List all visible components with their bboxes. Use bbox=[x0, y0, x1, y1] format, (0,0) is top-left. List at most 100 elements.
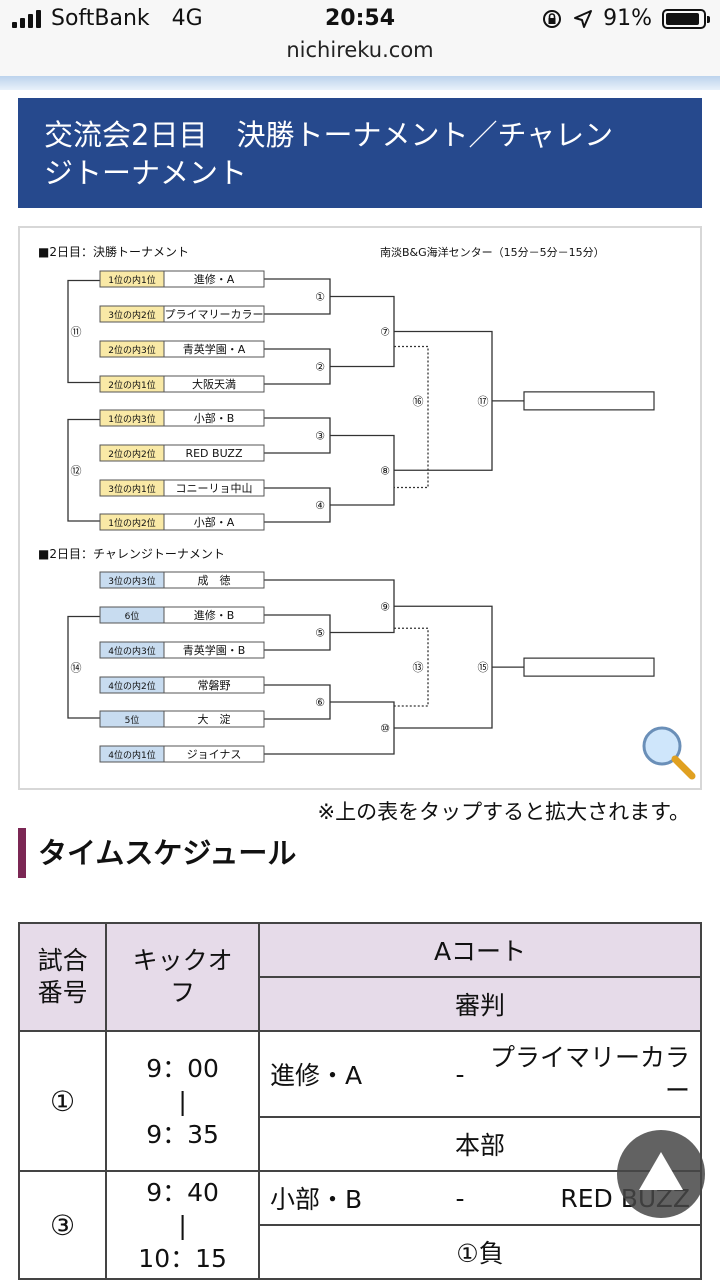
magnifier-lens bbox=[642, 726, 682, 766]
status-time: 20:54 bbox=[324, 6, 396, 31]
match-label: ⑯ bbox=[413, 395, 424, 408]
header-match-no: 試合 番号 bbox=[17, 922, 108, 1032]
seed-label: 1位の内3位 bbox=[108, 413, 155, 425]
header-kickoff-line1: キックオ bbox=[132, 946, 233, 975]
match-label: ⑰ bbox=[478, 395, 489, 408]
versus-dash: - bbox=[455, 1183, 465, 1213]
challenge-tournament-title: ■2日目：チャレンジトーナメント bbox=[38, 547, 225, 561]
lock-rotation-icon bbox=[543, 9, 562, 28]
magnifier-handle bbox=[671, 755, 696, 780]
team-box bbox=[163, 710, 265, 728]
url-bar[interactable]: nichireku.com bbox=[0, 38, 720, 76]
status-left: SoftBank 4G bbox=[12, 6, 203, 31]
header-kickoff-line2: フ bbox=[170, 978, 196, 1007]
match-label: ⑬ bbox=[413, 661, 424, 674]
header-kickoff: キックオ フ bbox=[105, 922, 260, 1032]
referee-cell: ①負 bbox=[258, 1224, 702, 1280]
schedule-table: 試合 番号 キックオ フ Aコート 審判 ① 9：00 | 9：35 進修・A … bbox=[17, 922, 702, 1280]
status-right: 91% bbox=[541, 6, 710, 31]
header-referee: 審判 bbox=[258, 976, 702, 1032]
end-time: 9：35 bbox=[146, 1119, 219, 1149]
kickoff-time: 9：40 | 10：15 bbox=[105, 1170, 260, 1280]
scroll-to-top-button[interactable] bbox=[617, 1130, 705, 1218]
tournament-bracket-image[interactable]: ■2日目：決勝トーナメント 南淡B&G海洋センター（15分－5分－15分） ■2日目… bbox=[18, 226, 702, 790]
table-row: ①負 bbox=[19, 1224, 702, 1280]
team-label: 青英学園・B bbox=[183, 643, 246, 657]
end-time: 10：15 bbox=[138, 1243, 227, 1273]
status-bar: SoftBank 4G 20:54 91% bbox=[0, 0, 720, 40]
team-box bbox=[163, 571, 265, 589]
bracket-line bbox=[67, 418, 100, 522]
header-court: Aコート bbox=[258, 922, 702, 978]
seed-label: 6位 bbox=[125, 610, 140, 622]
start-time: 9：00 bbox=[146, 1053, 219, 1083]
bracket-svg: ■2日目：決勝トーナメント 南淡B&G海洋センター（15分－5分－15分） ■2日目… bbox=[38, 244, 696, 780]
team-box bbox=[163, 444, 265, 462]
seed-label: 2位の内1位 bbox=[108, 379, 155, 391]
tap-note: ※上の表をタップすると拡大されます。 bbox=[317, 800, 691, 824]
champion-box bbox=[523, 391, 655, 411]
team-label: コニーリョ中山 bbox=[176, 482, 253, 495]
seed-label: 4位の内1位 bbox=[108, 749, 155, 761]
final-tournament-title: ■2日目：決勝トーナメント bbox=[38, 244, 189, 259]
seed-label: 3位の内1位 bbox=[108, 483, 155, 495]
team-box bbox=[163, 340, 265, 358]
bracket-line bbox=[394, 345, 429, 489]
match-label: ⑤ bbox=[315, 627, 325, 640]
team-label: ジョイナス bbox=[187, 748, 242, 761]
page-title-line1: 交流会2日目 決勝トーナメント／チャレン bbox=[44, 118, 614, 152]
team-box bbox=[163, 606, 265, 624]
header-match-no-line2: 番号 bbox=[37, 978, 88, 1007]
signal-icon bbox=[12, 9, 41, 28]
match-label: ⑧ bbox=[380, 464, 390, 477]
match-label: ⑩ bbox=[380, 722, 390, 735]
team-label: 小部・A bbox=[194, 515, 235, 529]
versus-dash: - bbox=[455, 1059, 465, 1089]
seed-label: 3位の内3位 bbox=[108, 575, 155, 587]
team-box bbox=[163, 513, 265, 531]
seed-label: 5位 bbox=[125, 714, 140, 726]
match-label: ⑥ bbox=[315, 696, 325, 709]
header-divider bbox=[0, 76, 720, 90]
team-label: 常磐野 bbox=[198, 678, 231, 692]
team-box bbox=[163, 375, 265, 393]
team-label: 青英学園・A bbox=[183, 342, 246, 356]
url-text: nichireku.com bbox=[286, 38, 434, 62]
magnifier-icon bbox=[642, 726, 696, 780]
table-row: ③ 9：40 | 10：15 小部・B - RED BUZZ bbox=[17, 1170, 702, 1280]
bracket-line bbox=[67, 279, 100, 384]
team-box bbox=[163, 305, 265, 323]
team-2: プライマリーカラー bbox=[490, 1043, 691, 1105]
header-match-no-line1: 試合 bbox=[37, 946, 88, 975]
seed-label: 4位の内2位 bbox=[108, 680, 155, 692]
team-label: 進修・A bbox=[194, 272, 235, 286]
team-label: RED BUZZ bbox=[185, 447, 243, 460]
time-separator: | bbox=[178, 1210, 187, 1240]
battery-icon bbox=[662, 8, 710, 29]
table-row: ① 9：00 | 9：35 進修・A - プライマリーカラー bbox=[17, 1030, 702, 1172]
kickoff-time: 9：00 | 9：35 bbox=[105, 1030, 260, 1172]
time-separator: | bbox=[178, 1086, 187, 1116]
bracket-line bbox=[264, 701, 395, 755]
match-label: ⑭ bbox=[71, 661, 82, 674]
bracket-line bbox=[264, 579, 395, 634]
venue-label: 南淡B&G海洋センター（15分－5分－15分） bbox=[380, 245, 605, 259]
match-number: ③ bbox=[17, 1170, 108, 1280]
match-label: ⑨ bbox=[380, 600, 390, 613]
bracket-line bbox=[394, 627, 429, 707]
match-label: ⑮ bbox=[478, 661, 489, 674]
team-box bbox=[163, 409, 265, 427]
team-label: 大 淀 bbox=[198, 712, 231, 726]
carrier-name: SoftBank bbox=[51, 6, 150, 31]
seed-label: 1位の内2位 bbox=[108, 517, 155, 529]
match-label: ① bbox=[315, 291, 325, 304]
match-label: ⑦ bbox=[380, 326, 390, 339]
match-label: ⑫ bbox=[71, 464, 82, 477]
team-box bbox=[163, 479, 265, 497]
team-box bbox=[163, 641, 265, 659]
page-title-line2: ジトーナメント bbox=[44, 156, 248, 190]
team-box bbox=[163, 745, 265, 763]
section-title: タイムスケジュール bbox=[18, 828, 296, 878]
match-label: ③ bbox=[315, 430, 325, 443]
seed-label: 3位の内2位 bbox=[108, 309, 155, 321]
